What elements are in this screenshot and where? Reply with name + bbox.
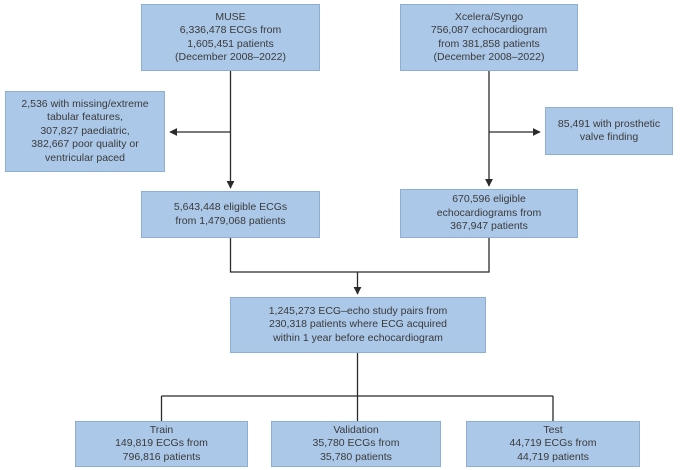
flow-box-echo-exclusions: 85,491 with prosthetic valve finding <box>545 107 673 155</box>
merge-connector <box>229 238 490 273</box>
box-line: from 381,858 patients <box>438 37 540 50</box>
box-line: 382,667 poor quality or <box>31 138 139 151</box>
flow-box-xcelera-syngo: Xcelera/Syngo 756,087 echocardiogram fro… <box>400 4 578 71</box>
box-line: Xcelera/Syngo <box>454 10 524 23</box>
box-line: 1,605,451 patients <box>187 37 274 50</box>
flow-box-test-split: Test 44,719 ECGs from 44,719 patients <box>466 421 640 467</box>
box-line: 85,491 with prosthetic <box>557 117 661 130</box>
box-line: 5,643,448 eligible ECGs <box>173 201 288 213</box>
box-line: (December 2008–2022) <box>433 51 545 63</box>
box-line: 44,719 ECGs from <box>509 437 597 450</box>
flow-box-muse: MUSE 6,336,478 ECGs from 1,605,451 patie… <box>141 4 320 71</box>
box-line: MUSE <box>215 10 246 23</box>
box-line: 796,816 patients <box>122 450 201 463</box>
box-line: tabular features, <box>47 111 123 124</box>
box-line: echocardiograms from <box>436 206 542 219</box>
flow-box-eligible-echocardiograms: 670,596 eligible echocardiograms from 36… <box>400 189 578 238</box>
box-line: within 1 year before echocardiogram <box>273 331 443 344</box>
box-line: 149,819 ECGs from <box>115 437 208 450</box>
box-line: Validation <box>333 423 379 436</box>
box-line: Test <box>543 423 563 436</box>
box-line: 44,719 patients <box>517 450 589 463</box>
box-line: (December 2008–2022) <box>175 51 286 63</box>
box-line: 230,318 patients where ECG acquired <box>268 318 448 331</box>
box-line: 35,780 ECGs from <box>312 437 400 450</box>
flow-box-train-split: Train 149,819 ECGs from 796,816 patients <box>75 421 248 467</box>
flow-box-ecg-echo-pairs: 1,245,273 ECG–echo study pairs from 230,… <box>230 297 486 353</box>
flow-box-validation-split: Validation 35,780 ECGs from 35,780 patie… <box>271 421 441 467</box>
box-line: Train <box>149 423 174 436</box>
box-line: 2,536 with missing/extreme <box>21 97 149 110</box>
box-line: 307,827 paediatric, <box>40 124 130 137</box>
flow-box-eligible-ecgs: 5,643,448 eligible ECGs from 1,479,068 p… <box>141 191 320 238</box>
flow-box-ecg-exclusions: 2,536 with missing/extreme tabular featu… <box>5 91 165 172</box>
box-line: 367,947 patients <box>450 220 528 233</box>
box-line: 35,780 patients <box>320 450 392 463</box>
box-line: from 1,479,068 patients <box>175 214 286 227</box>
box-line: ventricular paced <box>45 151 125 164</box>
box-line: 756,087 echocardiogram <box>430 24 548 36</box>
box-line: valve finding <box>579 131 639 143</box>
box-line: 6,336,478 ECGs from <box>179 24 282 36</box>
box-line: 1,245,273 ECG–echo study pairs from <box>268 304 448 317</box>
box-line: 670,596 eligible <box>452 193 526 206</box>
